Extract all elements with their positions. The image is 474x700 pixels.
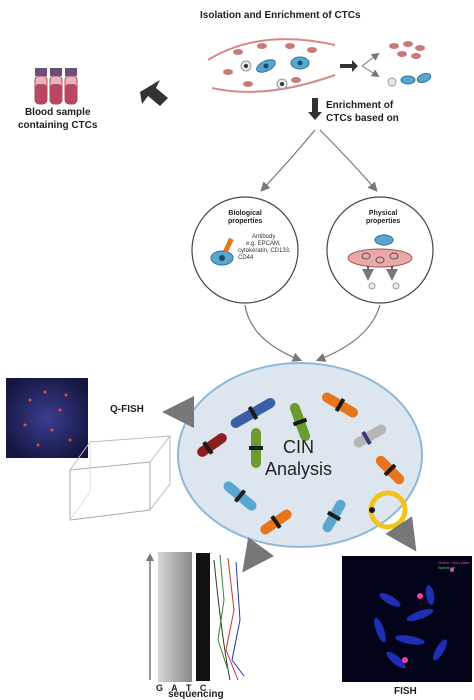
ctc-group: [387, 73, 432, 87]
physical-properties-circle: [326, 196, 434, 304]
cin-analysis-line: CIN: [283, 437, 315, 457]
gel-lanes-label: G A T C: [156, 683, 210, 693]
chromosome-icon: [289, 402, 311, 442]
physical-title: Physical properties: [366, 210, 400, 226]
blood-tube-icon: [34, 68, 48, 105]
process-arrow-icon: [140, 80, 168, 106]
sequencing-label: sequencing: [168, 689, 224, 700]
chromosome-icon: [223, 481, 257, 511]
biological-title-line: Biological: [228, 210, 262, 217]
antibody-text-line: e.g. EPCAM,: [246, 241, 281, 247]
antibody-text-line: cytokeratin, CD133,: [238, 248, 291, 254]
chromatogram: [213, 554, 245, 681]
blood-vessel: [207, 38, 336, 93]
chromosome-icon: [322, 392, 358, 418]
enrichment-label-line: CTCs based on: [326, 113, 399, 124]
cin-analysis-ellipse: [177, 362, 423, 548]
qfish-label: Q-FISH: [110, 404, 144, 415]
antibody-text: Antibody e.g. EPCAM, cytokeratin, CD133,…: [238, 234, 291, 262]
fish-legend: Green / red probe Spectrum: [438, 560, 470, 570]
blood-tube-icon: [49, 68, 63, 105]
fish-legend-line: Spectrum: [438, 565, 456, 570]
blood-tube-icon: [64, 68, 78, 105]
cin-analysis-label: CIN Analysis: [265, 436, 332, 480]
antibody-text-line: Antibody: [252, 234, 276, 240]
biological-properties-circle: [191, 196, 299, 304]
biological-title-line: properties: [228, 218, 263, 225]
chromosome-icon: [260, 509, 292, 535]
fish-image: [342, 556, 472, 682]
enrichment-arrow-icon: [308, 98, 322, 120]
enrichment-label-line: Enrichment of: [326, 100, 394, 111]
fish-legend-line: Green / red probe: [438, 560, 470, 565]
blood-tubes: [34, 68, 78, 105]
chromosome-icon: [322, 499, 346, 533]
chromosome-icon: [249, 428, 263, 468]
rbc-group: [389, 41, 425, 59]
diagram-title: Isolation and Enrichment of CTCs: [200, 10, 361, 21]
physical-title-line: properties: [366, 218, 401, 225]
chromosome-icon: [375, 455, 405, 485]
qfish-image: [6, 378, 88, 458]
sequencing-gel: [146, 552, 192, 682]
blood-sample-label: Blood sample containing CTCs: [18, 106, 97, 132]
enrichment-label: Enrichment of CTCs based on: [326, 99, 399, 125]
blood-sample-label-line: containing CTCs: [18, 120, 98, 131]
sequence-color-strip: [196, 553, 210, 681]
blood-sample-label-line: Blood sample: [24, 107, 91, 118]
fish-label: FISH: [394, 686, 417, 697]
chromosome-icon: [353, 424, 387, 448]
split-arrow-icon: [340, 60, 358, 72]
biological-title: Biological properties: [228, 210, 262, 226]
chromosome-icon: [230, 398, 276, 428]
antibody-text-line: CD44: [238, 255, 254, 261]
physical-title-line: Physical: [368, 210, 398, 217]
chromosome-icon: [197, 433, 227, 457]
cin-analysis-line: Analysis: [265, 459, 333, 479]
qfish-3d-plot: [69, 435, 172, 521]
